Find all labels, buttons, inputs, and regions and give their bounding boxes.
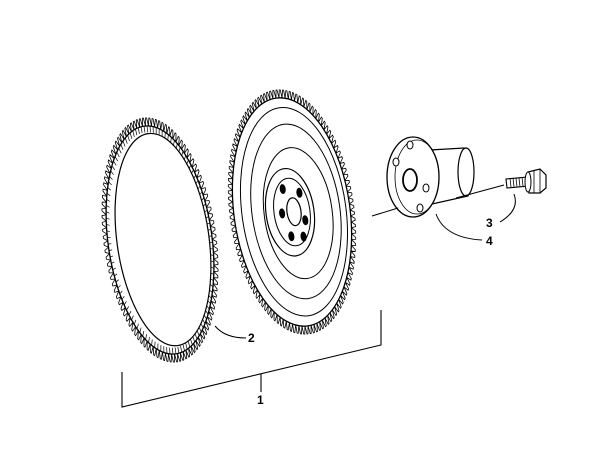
gear-tooth-line <box>127 135 130 142</box>
gear-tooth-line <box>158 128 160 135</box>
gear-tooth-line <box>146 125 149 133</box>
gear-tooth-line <box>161 130 163 137</box>
gear-tooth-line <box>113 160 117 166</box>
gear-tooth-line <box>119 290 123 295</box>
gear-tooth-line <box>132 130 135 137</box>
flywheel-center-bore <box>286 197 302 227</box>
gear-tooth-line <box>124 137 128 144</box>
flywheel-bolt-hole <box>296 187 303 198</box>
gear-tooth-line <box>122 140 126 147</box>
gear-tooth-line <box>129 132 133 139</box>
axis-line-flywheel-to-hub <box>371 207 399 217</box>
gear-tooth-line <box>107 187 112 191</box>
callout-2: 2 <box>248 331 255 345</box>
gear-tooth-line <box>149 126 151 133</box>
gear-tooth-line <box>171 347 174 355</box>
gear-tooth-line <box>109 175 113 180</box>
axis-line-hub-to-bolt <box>455 184 505 199</box>
ring-gear <box>101 117 219 363</box>
gear-tooth-line <box>106 205 110 208</box>
hub-adapter-shaft-end <box>457 147 475 197</box>
gear-tooth-line <box>185 343 188 350</box>
bolt <box>505 168 547 194</box>
gear-tooth-line <box>140 126 143 134</box>
gear-tooth-line <box>115 279 119 283</box>
gear-tooth-line <box>105 211 110 214</box>
gear-tooth-line <box>135 128 138 136</box>
gear-tooth-line <box>116 151 120 158</box>
callout-4: 4 <box>486 234 493 248</box>
bolt-head-edges <box>533 169 541 193</box>
ring-gear-teeth <box>101 117 219 363</box>
bolt-washer <box>524 171 532 193</box>
gear-tooth-line <box>163 346 165 353</box>
ring-gear-outer-rim <box>105 125 215 355</box>
callout-1: 1 <box>257 393 264 407</box>
gear-tooth-line <box>136 323 139 329</box>
gear-tooth-line <box>192 336 196 343</box>
hub-adapter-hole <box>406 140 414 150</box>
hub-adapter-hole <box>392 157 400 167</box>
gear-tooth-line <box>151 339 153 346</box>
gear-tooth-line <box>174 347 177 354</box>
gear-tooth-line <box>117 285 121 289</box>
flywheel <box>227 89 357 335</box>
gear-tooth-line <box>110 170 114 175</box>
gear-tooth-line <box>145 334 147 340</box>
gear-tooth-line <box>155 127 157 134</box>
gear-tooth-line <box>164 132 166 139</box>
ring-gear-inner-edge <box>114 132 212 347</box>
gear-tooth-line <box>154 341 156 348</box>
gear-tooth-line <box>190 338 193 345</box>
gear-tooth-line <box>128 310 132 316</box>
assembly-bracket <box>121 310 382 408</box>
leader-3 <box>499 193 516 223</box>
hub-adapter-bore <box>402 168 418 192</box>
gear-tooth-line <box>187 341 191 348</box>
leader-2 <box>214 325 247 339</box>
gear-tooth-line <box>177 346 180 354</box>
flywheel-recess <box>262 147 334 280</box>
gear-tooth-line <box>139 327 142 333</box>
gear-tooth-line <box>180 345 183 353</box>
hub-adapter-hole <box>416 203 424 213</box>
gear-tooth-line <box>114 156 119 162</box>
leader-4 <box>435 213 483 241</box>
gear-tooth-line <box>157 343 159 350</box>
gear-tooth-line <box>106 192 111 197</box>
flywheel-bolt-hole <box>279 208 286 219</box>
gear-tooth-line <box>182 344 185 352</box>
gear-tooth-line <box>121 295 125 300</box>
flywheel-bolt-hole <box>288 231 295 242</box>
flywheel-bolt-hole <box>279 184 286 195</box>
gear-tooth-line <box>126 306 129 311</box>
flywheel-bolt-hole <box>300 231 307 242</box>
flywheel-bolt-hole <box>302 215 309 226</box>
leader-lines <box>214 184 516 339</box>
hub-adapter-hole <box>422 183 430 193</box>
gear-tooth-line <box>114 273 118 277</box>
gear-tooth-line <box>148 336 150 343</box>
gear-tooth-line <box>137 127 140 135</box>
bolt-threads <box>509 176 524 188</box>
hub-adapter <box>386 136 475 218</box>
gear-tooth-line <box>108 181 112 186</box>
hub-adapter-flange-edge <box>394 139 440 215</box>
gear-tooth-line <box>118 147 122 154</box>
gear-tooth-line <box>131 315 134 321</box>
gear-tooth-line <box>152 126 154 133</box>
gear-tooth-profile <box>101 117 219 363</box>
callout-3: 3 <box>486 216 493 230</box>
gear-tooth-line <box>143 126 146 133</box>
gear-tooth-line <box>123 301 127 306</box>
flywheel-face-ring <box>250 123 342 300</box>
gear-tooth-line <box>166 347 168 354</box>
gear-tooth-line <box>160 345 162 352</box>
gear-tooth-line <box>106 217 110 220</box>
gear-tooth-line <box>169 347 171 354</box>
gear-tooth-line <box>142 330 145 337</box>
gear-tooth-line <box>106 198 110 202</box>
gear-tooth-line <box>120 144 124 150</box>
